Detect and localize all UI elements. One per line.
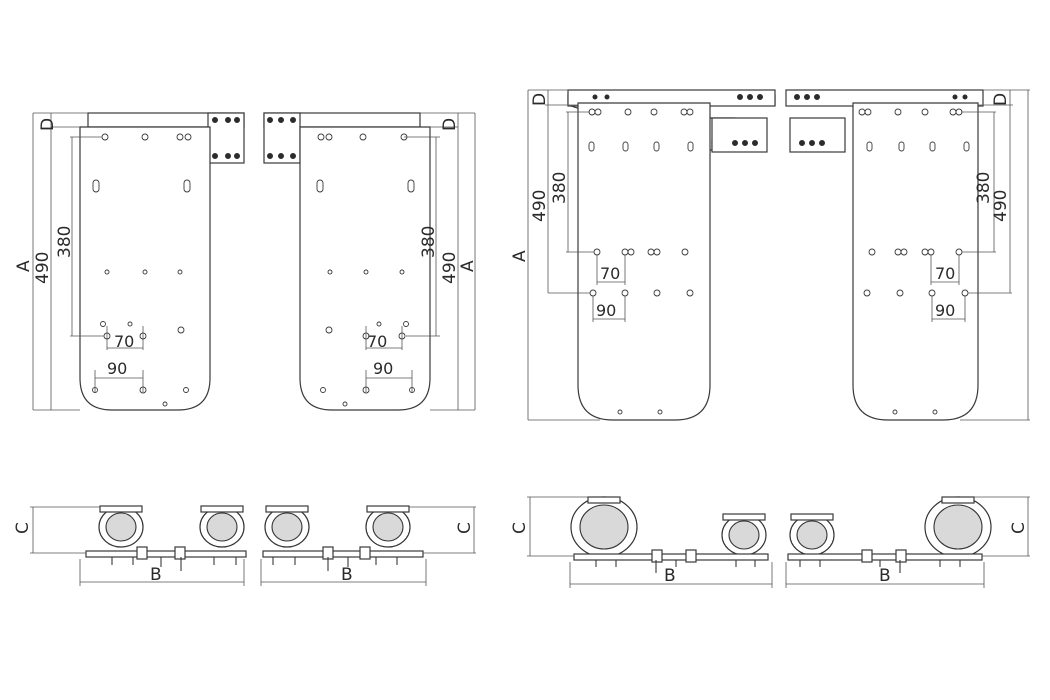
front-view-bottom-left-b: C B <box>260 505 476 586</box>
plate-view-top-right-b: D 490 380 70 90 <box>785 89 1030 421</box>
dim-label-490: 490 <box>991 190 1011 222</box>
dim-label-C: C <box>455 522 475 534</box>
dim-label-C: C <box>1009 522 1029 534</box>
dim-label-490: 490 <box>440 252 460 284</box>
dim-label-D: D <box>991 93 1011 106</box>
front-view-bottom-left-a: C B <box>13 505 247 586</box>
front-view-bottom-right-b: C B <box>785 496 1030 588</box>
dim-label-70: 70 <box>935 264 955 283</box>
plate-view-top-left-a: D A 490 380 70 90 <box>14 112 245 411</box>
dim-label-D: D <box>38 118 58 131</box>
dim-label-490: 490 <box>530 190 550 222</box>
front-view-bottom-right-a: C B <box>510 496 773 588</box>
dim-label-A: A <box>510 250 530 262</box>
dim-label-B: B <box>879 566 891 586</box>
dim-label-90: 90 <box>596 301 616 320</box>
dim-label-D: D <box>440 118 460 131</box>
dim-label-380: 380 <box>550 172 570 204</box>
dim-label-70: 70 <box>114 332 134 351</box>
dim-label-B: B <box>664 566 676 586</box>
dim-label-C: C <box>13 522 33 534</box>
dim-label-90: 90 <box>373 359 393 378</box>
dim-label-490: 490 <box>33 252 53 284</box>
dim-label-380: 380 <box>419 226 439 258</box>
dim-label-70: 70 <box>600 264 620 283</box>
dim-label-B: B <box>150 565 162 585</box>
dim-label-B: B <box>341 565 353 585</box>
plate-view-top-right-a: D A 490 380 70 90 <box>510 89 776 421</box>
dim-label-C: C <box>510 522 530 534</box>
dim-label-90: 90 <box>935 301 955 320</box>
dim-label-70: 70 <box>367 332 387 351</box>
dim-label-380: 380 <box>55 226 75 258</box>
dim-label-380: 380 <box>974 172 994 204</box>
dim-label-D: D <box>530 93 550 106</box>
dim-label-A: A <box>14 260 34 272</box>
dim-label-A: A <box>458 260 478 272</box>
dim-label-90: 90 <box>107 359 127 378</box>
plate-view-top-left-b: D A 490 380 70 90 <box>263 112 478 411</box>
